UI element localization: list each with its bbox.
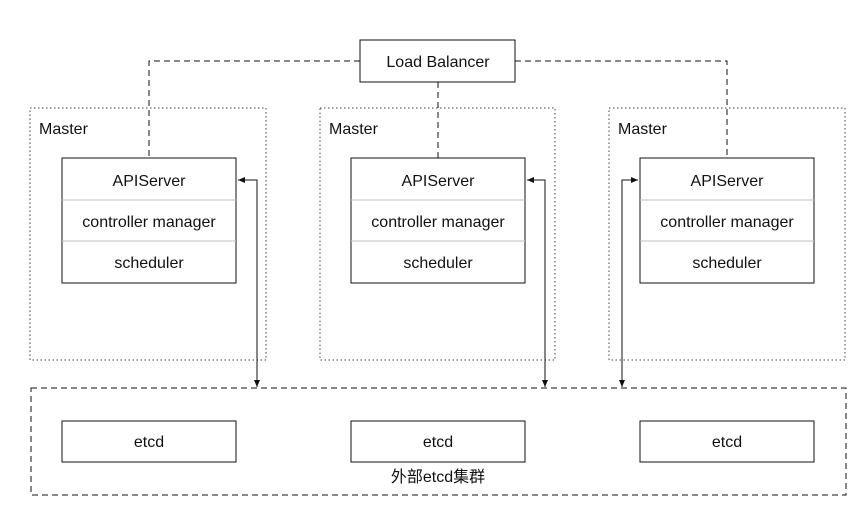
master-node-3: Master APIServer controller manager sche… xyxy=(608,107,846,361)
master-node-2-title: Master xyxy=(329,121,379,138)
lb-connector-master-3 xyxy=(515,60,728,158)
etcd-cluster: etcd etcd etcd 外部etcd集群 xyxy=(30,387,847,496)
etcd-node-3-label: etcd xyxy=(712,434,742,451)
master-node-1-apiserver: APIServer xyxy=(113,173,187,190)
master-node-2-boundary xyxy=(319,107,556,361)
master-node-2-component-stack xyxy=(350,157,526,284)
master-node-3-title: Master xyxy=(618,121,668,138)
master-node-1-scheduler: scheduler xyxy=(114,255,184,272)
etcd-node-1-label: etcd xyxy=(134,434,164,451)
load-balancer-box xyxy=(359,39,516,83)
master-node-3-scheduler: scheduler xyxy=(692,255,762,272)
master-node-1-component-stack xyxy=(61,157,237,284)
etcd-node-3-box xyxy=(639,420,815,463)
master-node-2-controller-manager: controller manager xyxy=(371,214,505,231)
master-node-1-controller-manager: controller manager xyxy=(82,214,216,231)
master-node-2: Master APIServer controller manager sche… xyxy=(319,107,556,361)
master-node-1-title: Master xyxy=(39,121,89,138)
lb-connector-master-1 xyxy=(148,60,360,158)
apiserver-etcd-link-2 xyxy=(527,177,548,387)
master-node-2-apiserver: APIServer xyxy=(402,173,476,190)
master-node-3-apiserver: APIServer xyxy=(691,173,765,190)
master-node-2-scheduler: scheduler xyxy=(403,255,473,272)
apiserver-etcd-connectors xyxy=(238,177,638,387)
master-node-3-component-stack xyxy=(639,157,815,284)
etcd-node-2-box xyxy=(350,420,526,463)
etcd-cluster-boundary xyxy=(30,387,847,496)
master-node-1: Master APIServer controller manager sche… xyxy=(29,107,267,361)
load-balancer: Load Balancer xyxy=(359,39,516,83)
etcd-node-1-box xyxy=(61,420,237,463)
apiserver-etcd-link-3 xyxy=(619,177,638,387)
load-balancer-label: Load Balancer xyxy=(386,54,490,71)
etcd-cluster-label: 外部etcd集群 xyxy=(391,468,485,486)
master-node-3-controller-manager: controller manager xyxy=(660,214,794,231)
etcd-node-2-label: etcd xyxy=(423,434,453,451)
apiserver-etcd-link-1 xyxy=(238,177,260,387)
load-balancer-connectors xyxy=(148,60,728,158)
